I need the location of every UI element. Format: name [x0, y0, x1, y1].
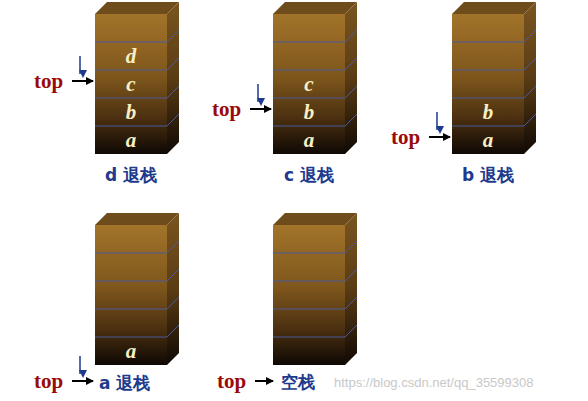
cell-divider — [167, 269, 179, 281]
cell-divider — [273, 70, 345, 71]
stack-element: c — [273, 70, 345, 98]
stack-box: dcba — [95, 14, 167, 154]
caption: d 退栈 — [105, 164, 157, 186]
cell-divider — [167, 114, 179, 126]
stack-shape — [273, 2, 357, 154]
watermark: https://blog.csdn.net/qq_35599308 — [334, 375, 534, 391]
stack-shape — [95, 2, 179, 154]
cell-divider — [167, 325, 179, 337]
cell-divider — [524, 114, 536, 126]
cell-divider — [345, 297, 357, 309]
stack-shape — [273, 213, 357, 365]
stack-front-face — [452, 14, 524, 154]
cell-divider — [524, 30, 536, 42]
stack-element: c — [95, 70, 167, 98]
stack-front-face — [273, 225, 345, 365]
cell-divider — [167, 30, 179, 42]
stack-element: b — [95, 98, 167, 126]
stack-top-face — [273, 2, 357, 14]
stack-element: b — [452, 98, 524, 126]
top-pointer: top — [217, 369, 246, 393]
stack-side-face — [167, 2, 179, 154]
cell-divider — [452, 42, 524, 43]
stack-element: b — [273, 98, 345, 126]
stack-element: a — [273, 126, 345, 154]
top-pointer: top — [212, 97, 241, 121]
cell-divider — [452, 126, 524, 127]
down-arrow — [79, 56, 81, 74]
pointer-arrow — [72, 80, 93, 82]
cell-divider — [95, 253, 167, 254]
stack-front-face — [273, 14, 345, 154]
down-arrow — [436, 112, 438, 130]
cell-divider — [273, 309, 345, 310]
stack-top-face — [95, 213, 179, 225]
pointer-arrow — [429, 136, 450, 138]
caption: a 退栈 — [99, 372, 150, 394]
cell-divider — [452, 70, 524, 71]
down-arrow — [79, 356, 81, 374]
stack-box: cba — [273, 14, 345, 154]
stack-front-face — [95, 225, 167, 365]
cell-divider — [95, 98, 167, 99]
cell-divider — [273, 253, 345, 254]
cell-divider — [273, 281, 345, 282]
cell-divider — [345, 269, 357, 281]
stack-shape — [452, 2, 536, 154]
cell-divider — [345, 241, 357, 253]
cell-divider — [452, 98, 524, 99]
stack-top-face — [95, 2, 179, 14]
caption: 空栈 — [281, 371, 315, 393]
top-pointer: top — [34, 369, 63, 393]
cell-divider — [524, 58, 536, 70]
cell-divider — [345, 30, 357, 42]
stack-group — [95, 2, 536, 365]
down-arrow — [257, 84, 259, 102]
top-pointer: top — [391, 125, 420, 149]
stack-element: a — [452, 126, 524, 154]
pointer-arrow — [250, 108, 271, 110]
cell-divider — [167, 58, 179, 70]
cell-divider — [167, 297, 179, 309]
top-pointer: top — [34, 69, 63, 93]
cell-divider — [345, 86, 357, 98]
pointer-arrow — [255, 380, 273, 382]
cell-divider — [273, 98, 345, 99]
cell-divider — [95, 42, 167, 43]
stack-element: a — [95, 126, 167, 154]
top-pointers — [72, 56, 450, 381]
stack-side-face — [524, 2, 536, 154]
cell-divider — [95, 70, 167, 71]
stack-box: a — [95, 225, 167, 365]
stack-top-face — [452, 2, 536, 14]
cell-divider — [167, 86, 179, 98]
cell-divider — [273, 337, 345, 338]
cell-divider — [345, 58, 357, 70]
stack-element: d — [95, 42, 167, 70]
stack-shape — [95, 213, 179, 365]
stack-side-face — [345, 2, 357, 154]
caption: b 退栈 — [462, 164, 514, 186]
cell-divider — [524, 86, 536, 98]
stack-top-face — [273, 213, 357, 225]
cell-divider — [273, 42, 345, 43]
cell-divider — [95, 126, 167, 127]
stack-element: a — [95, 337, 167, 365]
cell-divider — [167, 241, 179, 253]
caption: c 退栈 — [284, 164, 334, 186]
pointer-arrow — [72, 380, 93, 382]
cell-divider — [95, 281, 167, 282]
stack-side-face — [345, 213, 357, 365]
cell-divider — [273, 126, 345, 127]
cell-divider — [345, 114, 357, 126]
stack-box: ba — [452, 14, 524, 154]
stack-side-face — [167, 213, 179, 365]
cell-divider — [95, 309, 167, 310]
cell-divider — [95, 337, 167, 338]
stack-front-face — [95, 14, 167, 154]
cell-divider — [345, 325, 357, 337]
